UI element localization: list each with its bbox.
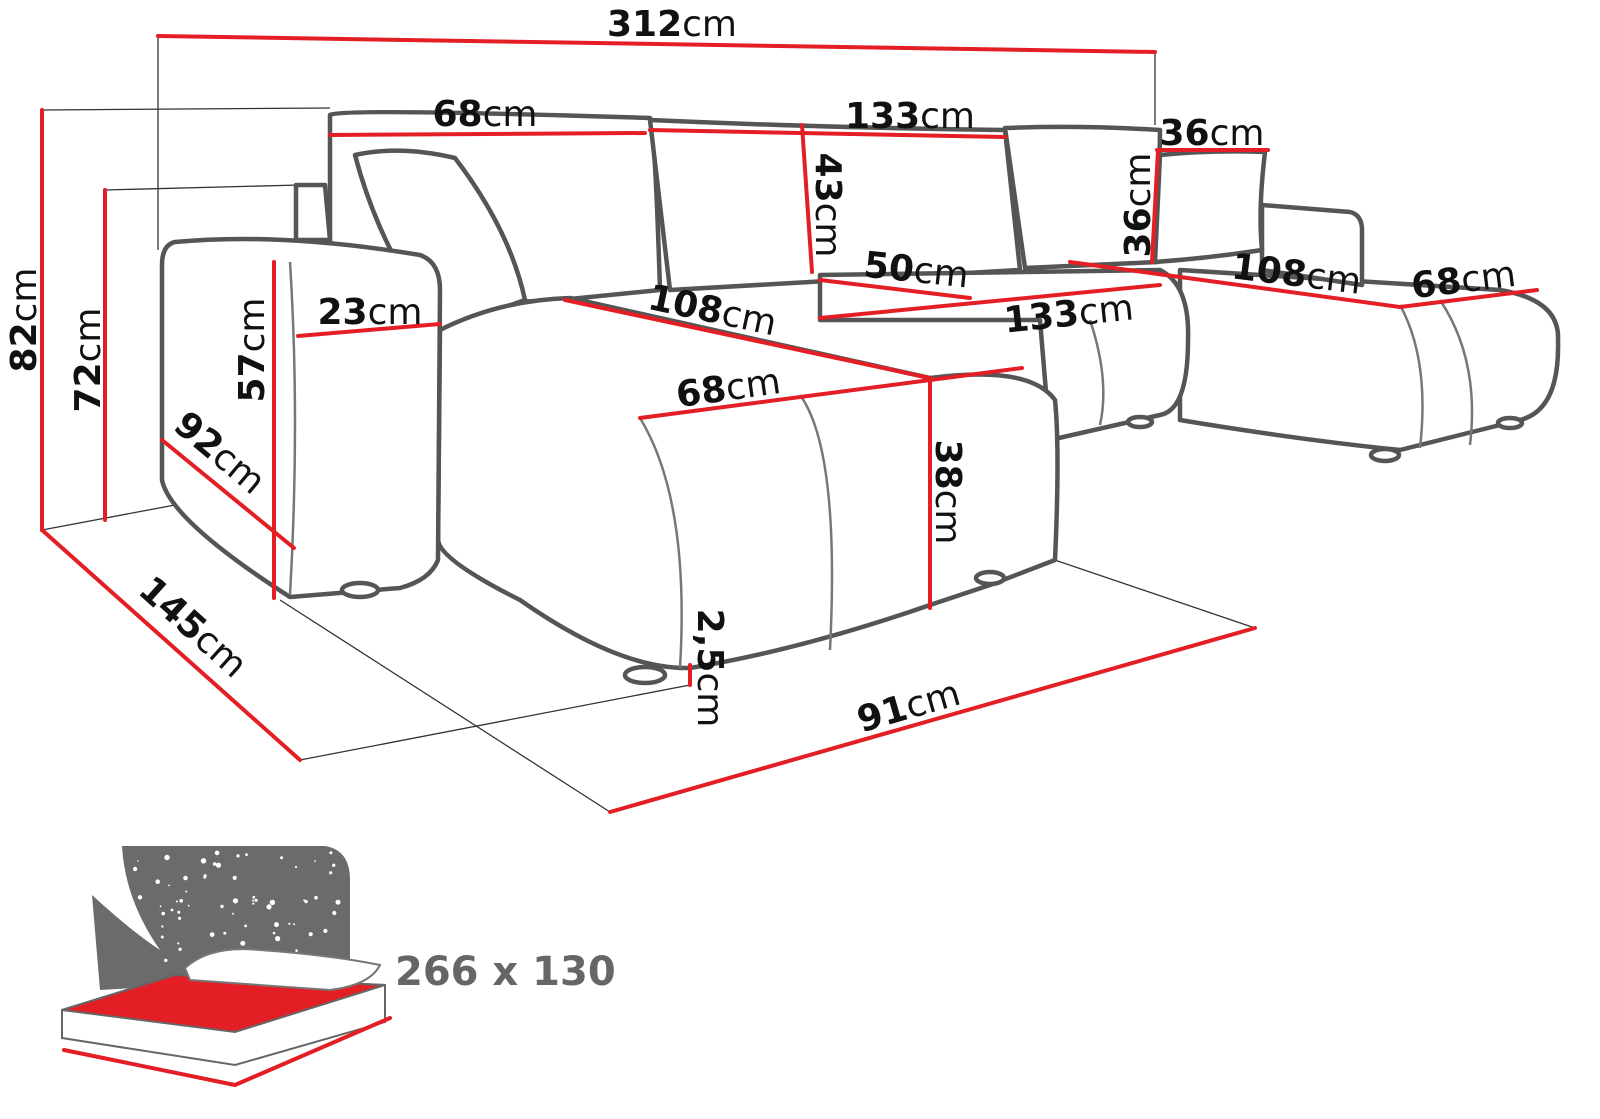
label-pillow-width: 36cm: [1160, 113, 1265, 154]
star-icon: [314, 860, 316, 862]
star-icon: [304, 899, 308, 904]
dimension-labels: 312cm 68cm 133cm 36cm 43cm 36cm 50cm 108…: [4, 4, 1518, 741]
star-icon: [274, 922, 279, 928]
star-icon: [179, 899, 183, 903]
star-icon: [269, 899, 276, 906]
star-icon: [232, 912, 234, 915]
star-icon: [335, 899, 341, 905]
label-back-height-total: 72cm: [68, 308, 109, 413]
star-icon: [164, 958, 168, 963]
star-icon: [280, 856, 284, 860]
star-icon: [272, 931, 276, 935]
sofa-outline: [159, 109, 1561, 686]
star-icon: [303, 899, 306, 902]
label-leg-height: 2,5cm: [689, 609, 730, 728]
star-icon: [266, 904, 272, 910]
star-icon: [214, 850, 220, 856]
star-icon: [161, 925, 164, 928]
star-icon: [329, 871, 333, 875]
star-icon: [314, 895, 318, 900]
star-icon: [168, 884, 171, 887]
label-chaise-left-width: 68cm: [674, 361, 784, 416]
star-icon: [137, 895, 143, 900]
star-icon: [177, 942, 180, 945]
label-side-depth: 91cm: [853, 673, 965, 741]
star-icon: [178, 916, 182, 920]
star-icon: [252, 902, 255, 905]
star-icon: [187, 904, 190, 907]
star-icon: [200, 858, 207, 864]
star-icon: [183, 875, 188, 881]
star-icon: [160, 935, 164, 939]
star-icon: [209, 932, 215, 937]
star-icon: [295, 949, 298, 952]
star-icon: [161, 911, 165, 916]
bed-size-label: 266 x 130: [395, 949, 616, 995]
star-icon: [178, 947, 182, 951]
star-icon: [232, 898, 239, 904]
star-icon: [236, 854, 240, 858]
star-icon: [220, 904, 224, 909]
star-icon: [323, 928, 328, 934]
star-icon: [254, 898, 258, 902]
label-backrest-left: 68cm: [433, 94, 538, 135]
guide-lines: [41, 36, 1256, 813]
star-icon: [275, 936, 281, 942]
label-pillow-height: 36cm: [1118, 153, 1159, 258]
star-icon: [215, 862, 222, 868]
star-icon: [293, 923, 296, 926]
star-icon: [288, 922, 291, 925]
star-icon: [170, 908, 174, 912]
star-icon: [252, 899, 254, 902]
star-icon: [164, 854, 170, 861]
label-chaise-right-width: 68cm: [1409, 254, 1518, 307]
star-icon: [332, 863, 336, 867]
star-icon: [129, 919, 132, 922]
label-backrest-mid: 133cm: [845, 96, 975, 137]
star-icon: [223, 931, 227, 935]
star-icon: [245, 853, 248, 857]
star-icon: [185, 890, 188, 893]
star-icon: [308, 932, 313, 937]
star-icon: [329, 851, 333, 855]
label-seat-depth-mid: 50cm: [862, 245, 971, 297]
label-armrest-width: 23cm: [318, 292, 423, 333]
star-icon: [212, 862, 217, 866]
label-back-height: 43cm: [807, 153, 848, 258]
label-chaise-right-length: 108cm: [1229, 246, 1363, 303]
star-icon: [176, 900, 178, 903]
star-icon: [159, 905, 162, 908]
label-middle-width: 133cm: [1002, 287, 1136, 341]
star-icon: [132, 866, 138, 872]
star-icon: [155, 879, 160, 884]
dimension-lines: [40, 34, 1539, 814]
label-armrest-height: 57cm: [232, 298, 273, 403]
star-icon: [244, 924, 248, 928]
star-icon: [177, 910, 181, 914]
star-icon: [294, 865, 298, 869]
star-icon: [232, 875, 237, 881]
label-seat-height: 38cm: [927, 440, 968, 545]
star-icon: [240, 940, 246, 946]
label-total-width: 312cm: [607, 4, 737, 45]
bed-sleeping-area-icon: 266 x 130: [61, 846, 616, 1088]
label-total-height: 82cm: [4, 268, 45, 373]
star-icon: [252, 895, 256, 899]
star-icon: [203, 875, 207, 879]
star-icon: [332, 910, 337, 916]
star-icon: [137, 860, 139, 862]
